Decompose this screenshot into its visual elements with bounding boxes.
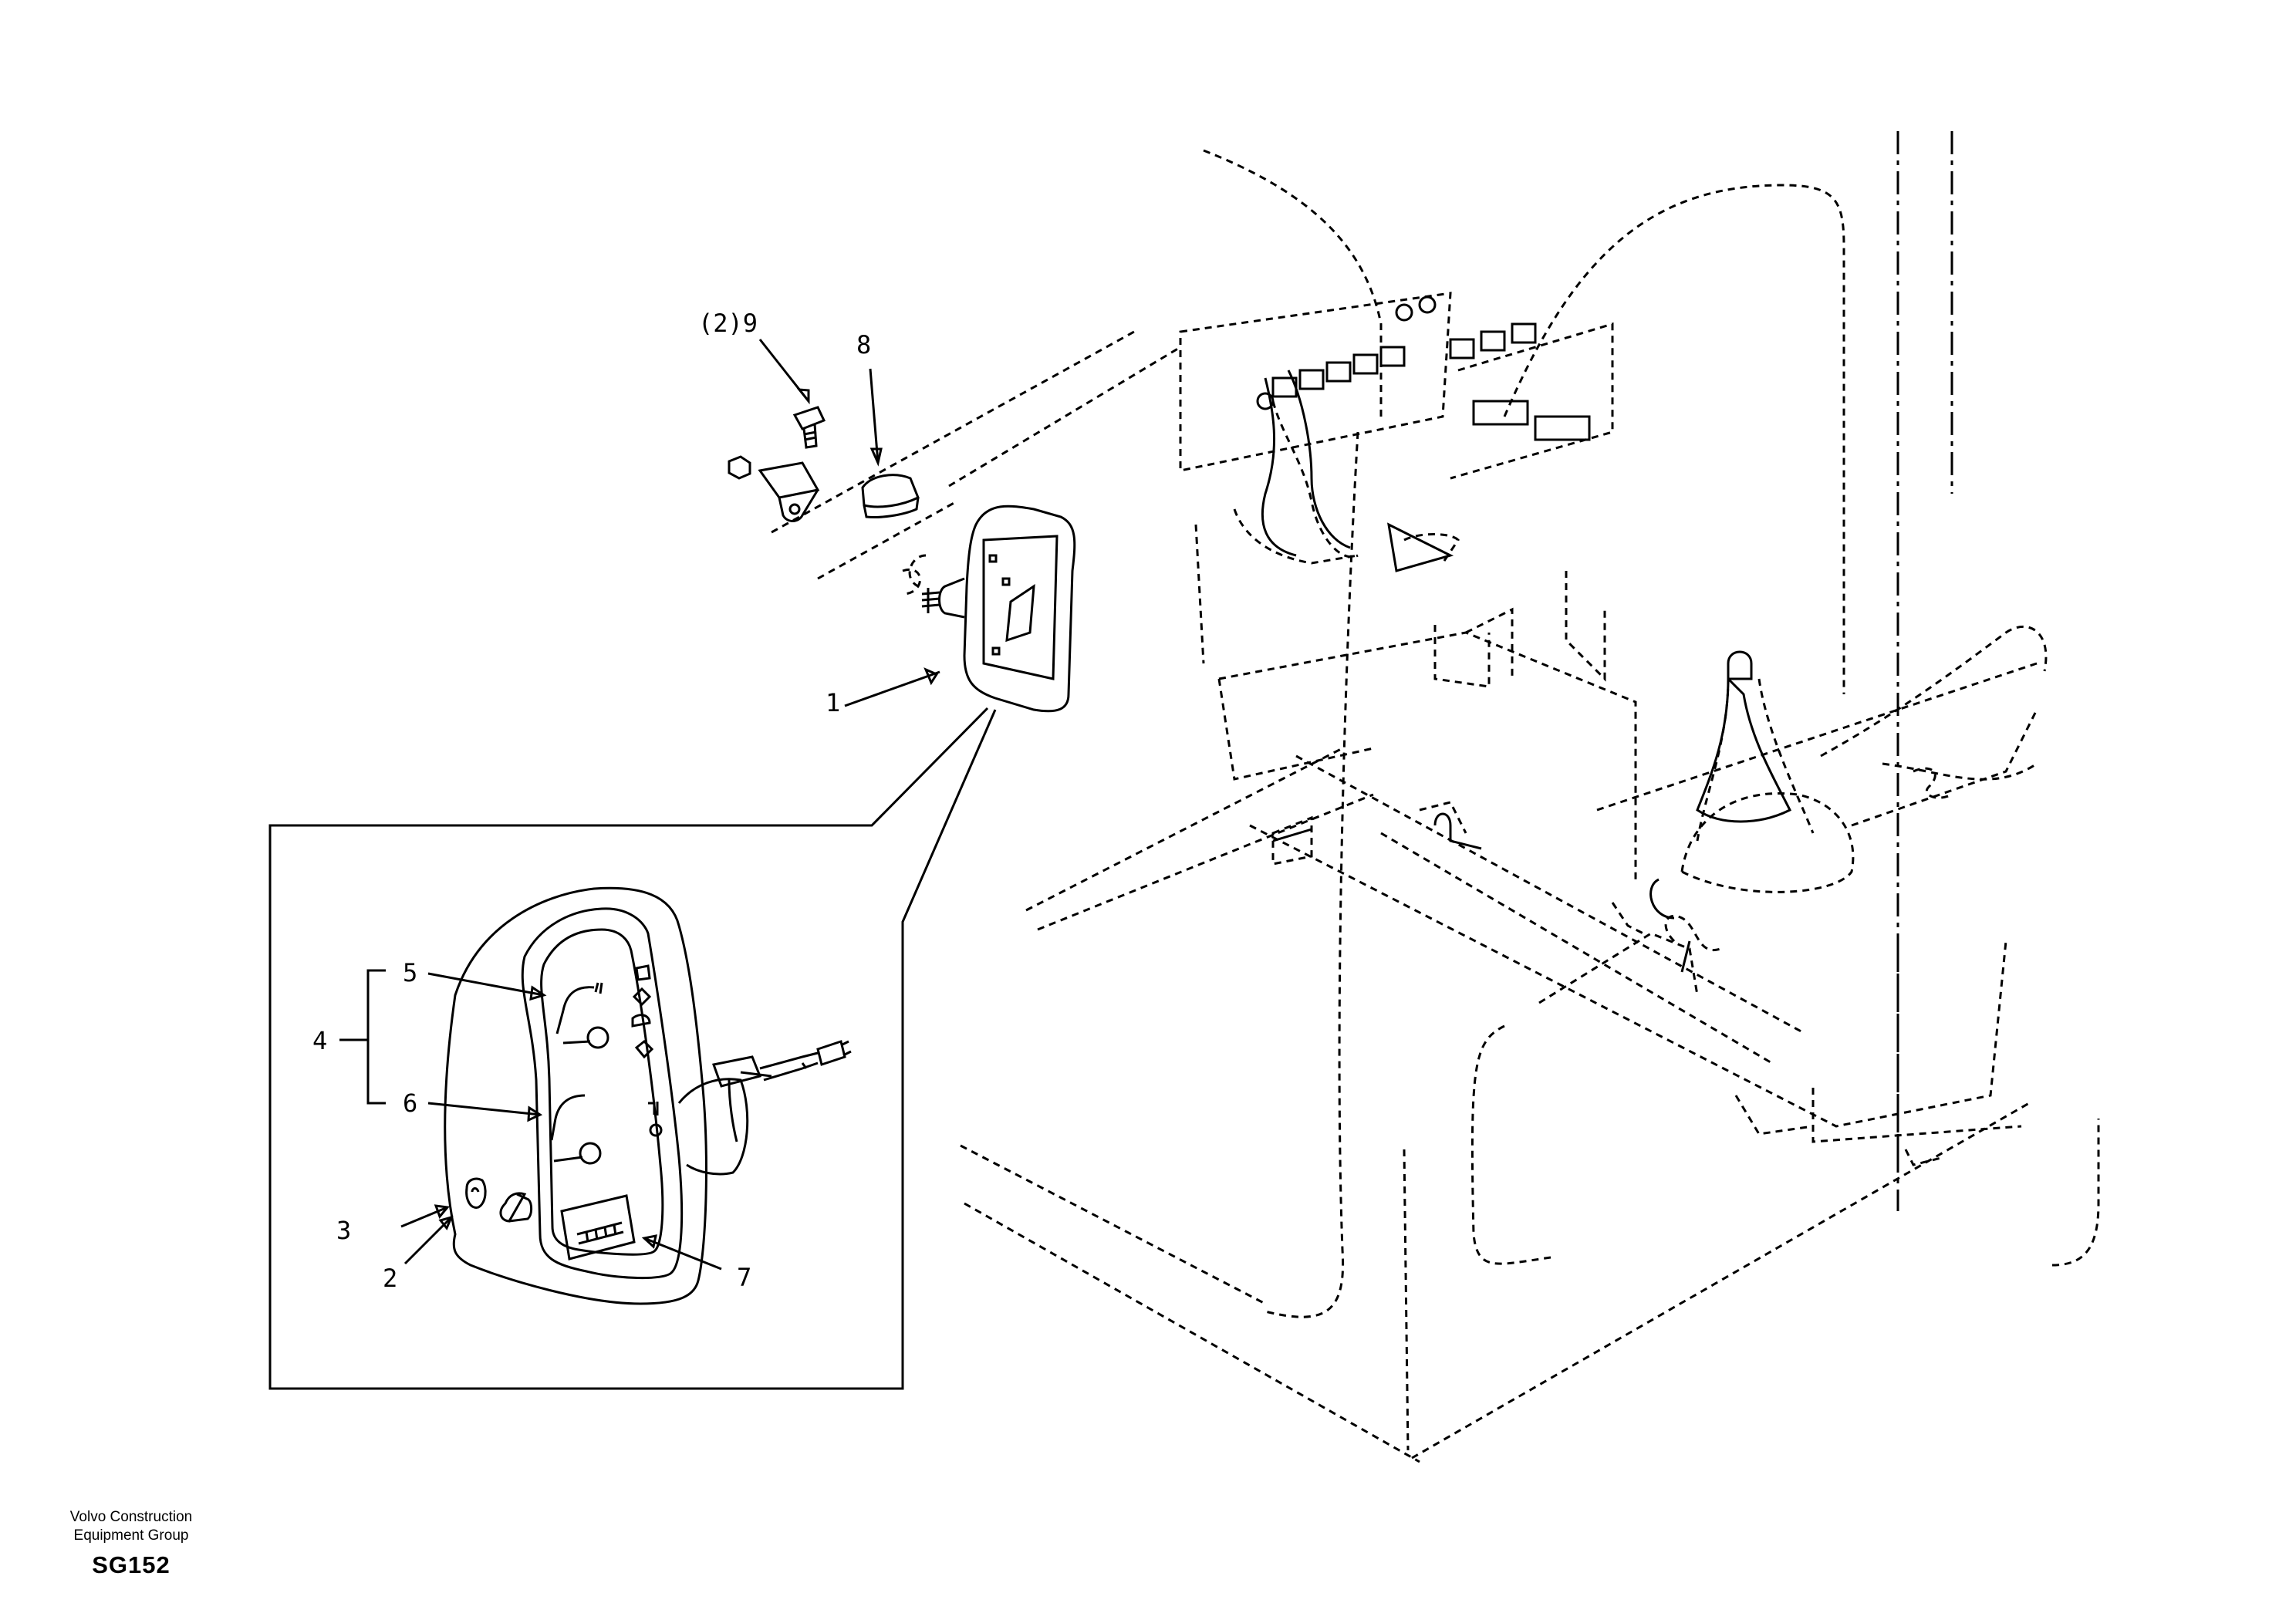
gauge-panel-detail bbox=[444, 886, 852, 1305]
footer-org-line1: Volvo Construction bbox=[69, 1509, 193, 1525]
gauge-panel-assembly bbox=[921, 505, 1076, 713]
footer-caption: Volvo Construction Equipment Group SG152 bbox=[46, 1508, 216, 1579]
callout-5: 5 bbox=[403, 958, 417, 987]
center-dash-dot-lines bbox=[1896, 131, 1953, 1211]
bracket bbox=[728, 455, 820, 522]
callout-1: 1 bbox=[826, 688, 840, 717]
callout-2: 2 bbox=[383, 1264, 397, 1293]
console-details bbox=[1256, 295, 1792, 973]
cap-8 bbox=[861, 474, 920, 518]
zoom-connector bbox=[268, 707, 997, 1390]
callout-labels: 1 (2)9 8 4 5 6 3 2 7 bbox=[312, 309, 871, 1293]
callout-8: 8 bbox=[856, 330, 871, 359]
footer-drawing-code: SG152 bbox=[92, 1551, 171, 1578]
callout-7: 7 bbox=[737, 1263, 751, 1292]
mounting-guide-lines bbox=[771, 330, 1181, 596]
callout-9: (2)9 bbox=[698, 309, 758, 338]
bolt-9 bbox=[792, 406, 826, 449]
cab-background-dashed bbox=[960, 149, 2100, 1463]
callout-3: 3 bbox=[336, 1216, 351, 1245]
callout-6: 6 bbox=[403, 1088, 417, 1118]
footer-org-line2: Equipment Group bbox=[73, 1527, 189, 1544]
callout-4: 4 bbox=[312, 1026, 327, 1055]
leader-lines bbox=[339, 339, 940, 1271]
